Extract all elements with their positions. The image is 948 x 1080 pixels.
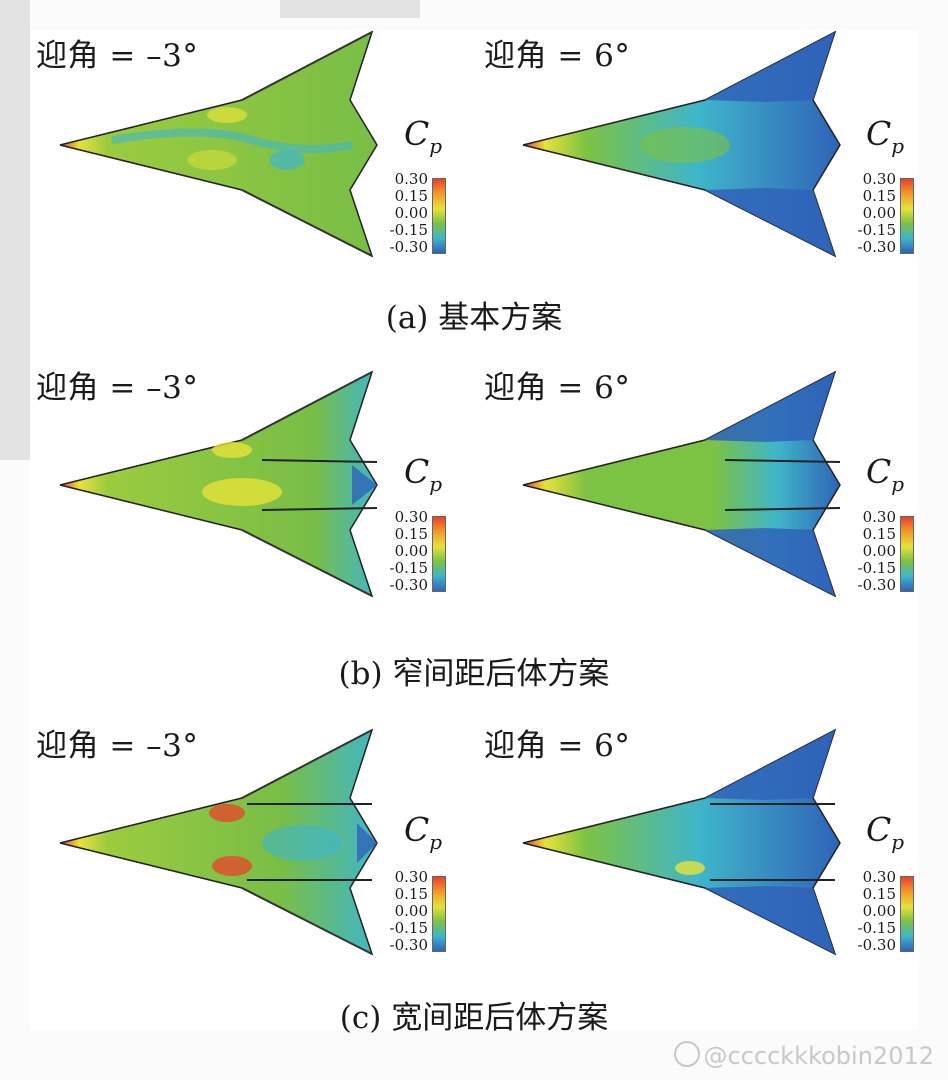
- pressure-contour-right: [522, 728, 841, 956]
- pressure-contour-left: [59, 728, 378, 956]
- colorbar-tick: 0.00: [394, 542, 428, 560]
- colorbar-ticks: 0.30 0.15 0.00 -0.15 -0.30: [836, 510, 896, 594]
- figure-caption: (b) 窄间距后体方案: [338, 656, 610, 692]
- left-aoa-label: 迎角 = –3°: [36, 38, 199, 74]
- colorbar-tick: 0.00: [862, 204, 896, 222]
- right-aoa-label: 迎角 = 6°: [484, 38, 631, 74]
- colorbar-tick: -0.15: [389, 221, 428, 239]
- colorbar-tick: -0.15: [389, 559, 428, 577]
- watermark-text: @cccckkkobin2012: [703, 1042, 935, 1070]
- colorbar-tick: 0.30: [862, 508, 896, 526]
- panel-a: 迎角 = –3° 迎角 = 6° Cp 0.30 0.15 0.00 -0.15…: [0, 0, 948, 336]
- colorbar: [432, 876, 446, 952]
- pressure-contour-right: [522, 30, 841, 258]
- colorbar-tick: 0.00: [862, 902, 896, 920]
- colorbar-tick: 0.30: [862, 868, 896, 886]
- colorbar-tick: -0.15: [389, 919, 428, 937]
- colorbar-ticks: 0.30 0.15 0.00 -0.15 -0.30: [368, 510, 428, 594]
- panel-c: 迎角 = –3° 迎角 = 6° Cp 0.30 0.15 0.00 -0.15…: [0, 700, 948, 1036]
- cp-label: Cp: [866, 810, 905, 854]
- right-aoa-label: 迎角 = 6°: [484, 370, 631, 406]
- colorbar-ticks: 0.30 0.15 0.00 -0.15 -0.30: [836, 172, 896, 256]
- colorbar-tick: 0.15: [394, 187, 428, 205]
- colorbar-tick: -0.30: [389, 576, 428, 594]
- background-scan-artifact: [280, 0, 420, 18]
- left-aoa-label: 迎角 = –3°: [36, 370, 199, 406]
- colorbar-tick: -0.15: [857, 221, 896, 239]
- colorbar-tick: -0.30: [389, 238, 428, 256]
- figure-caption: (c) 宽间距后体方案: [339, 1000, 609, 1036]
- cp-label: Cp: [404, 114, 443, 158]
- pressure-contour-left: [59, 370, 378, 598]
- colorbar-ticks: 0.30 0.15 0.00 -0.15 -0.30: [836, 870, 896, 954]
- pressure-contour-left: [59, 30, 378, 258]
- colorbar-tick: 0.30: [862, 170, 896, 188]
- cp-label: Cp: [404, 810, 443, 854]
- colorbar-tick: 0.30: [394, 508, 428, 526]
- left-aoa-label: 迎角 = –3°: [36, 728, 199, 764]
- colorbar-tick: 0.00: [862, 542, 896, 560]
- cp-label: Cp: [404, 452, 443, 496]
- watermark: @cccckkkobin2012: [673, 1041, 935, 1070]
- colorbar-tick: 0.15: [862, 187, 896, 205]
- colorbar-tick: -0.30: [389, 936, 428, 954]
- pressure-contour-right: [522, 370, 841, 598]
- colorbar-tick: 0.30: [394, 868, 428, 886]
- cp-label: Cp: [866, 452, 905, 496]
- colorbar-tick: -0.30: [857, 936, 896, 954]
- panel-b: 迎角 = –3° 迎角 = 6° Cp 0.30 0.15 0.00 -0.15…: [0, 340, 948, 692]
- colorbar-tick: -0.30: [857, 238, 896, 256]
- colorbar-tick: -0.15: [857, 919, 896, 937]
- colorbar-tick: 0.15: [394, 885, 428, 903]
- colorbar-tick: -0.15: [857, 559, 896, 577]
- colorbar: [900, 876, 914, 952]
- colorbar-tick: 0.00: [394, 204, 428, 222]
- figure-caption: (a) 基本方案: [385, 300, 563, 336]
- colorbar-tick: 0.15: [862, 525, 896, 543]
- colorbar: [432, 516, 446, 592]
- colorbar-tick: 0.00: [394, 902, 428, 920]
- colorbar-tick: 0.30: [394, 170, 428, 188]
- colorbar-ticks: 0.30 0.15 0.00 -0.15 -0.30: [368, 172, 428, 256]
- colorbar: [900, 178, 914, 254]
- colorbar-tick: -0.30: [857, 576, 896, 594]
- colorbar-tick: 0.15: [394, 525, 428, 543]
- colorbar: [432, 178, 446, 254]
- cp-label: Cp: [866, 114, 905, 158]
- right-aoa-label: 迎角 = 6°: [484, 728, 631, 764]
- background-scan-artifact: [0, 0, 30, 460]
- colorbar-tick: 0.15: [862, 885, 896, 903]
- colorbar-ticks: 0.30 0.15 0.00 -0.15 -0.30: [368, 870, 428, 954]
- weibo-icon: [673, 1041, 700, 1067]
- colorbar: [900, 516, 914, 592]
